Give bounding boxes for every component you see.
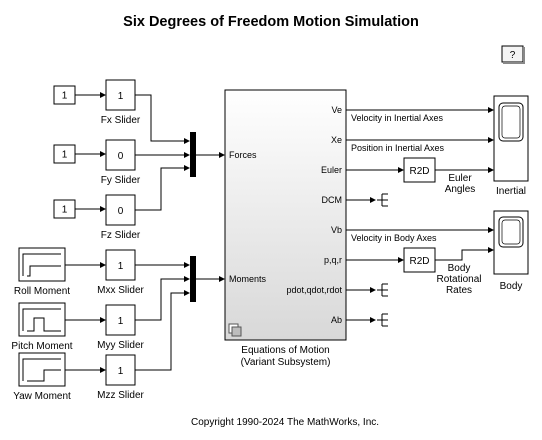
mzz-gain-value: 1 (118, 366, 124, 377)
r2d-euler-label: R2D (409, 166, 429, 177)
moments-mux[interactable] (190, 256, 196, 302)
pitch-moment-label: Pitch Moment (11, 341, 72, 352)
signal-label-xe: Position in Inertial Axes (351, 143, 445, 153)
eom-port-out-euler: Euler (321, 165, 342, 175)
eom-port-out-xe: Xe (331, 135, 342, 145)
mxx-slider-gain[interactable]: 1 Mxx Slider (97, 249, 145, 296)
body-rates-label-1: Body (448, 263, 471, 274)
pqrdot-terminator[interactable] (377, 283, 388, 297)
eom-port-out-pqrdot: pdot,qdot,rdot (286, 285, 342, 295)
eom-port-out-ab: Ab (331, 315, 342, 325)
eom-port-out-ve: Ve (331, 105, 342, 115)
fx-gain-value: 1 (118, 91, 124, 102)
help-button-label: ? (510, 50, 516, 61)
help-button[interactable]: ? (501, 45, 525, 64)
fy-gain-value: 0 (118, 151, 124, 162)
euler-angles-label-2: Angles (445, 184, 476, 195)
r2d-euler-block[interactable]: R2D (403, 157, 436, 183)
body-scope[interactable]: Body (493, 210, 529, 292)
myy-gain-value: 1 (118, 316, 124, 327)
inertial-scope[interactable]: Inertial (493, 95, 529, 197)
variant-subsystem-icon (228, 323, 242, 337)
pitch-moment-signal-block[interactable]: Pitch Moment (11, 302, 73, 352)
yaw-moment-label: Yaw Moment (13, 391, 71, 402)
euler-angles-label-1: Euler (448, 173, 472, 184)
constant-block-fy[interactable]: 1 (53, 144, 76, 164)
equations-of-motion-block[interactable]: Forces Moments Ve Xe Euler DCM Vb p,q,r … (224, 89, 347, 341)
myy-slider-label: Myy Slider (97, 340, 144, 351)
signal-label-vb: Velocity in Body Axes (351, 233, 437, 243)
forces-mux[interactable] (190, 132, 196, 177)
roll-moment-signal-block[interactable]: Roll Moment (14, 247, 70, 297)
eom-port-out-dcm: DCM (322, 195, 343, 205)
constant-value-fx: 1 (62, 91, 68, 102)
signal-label-ve: Velocity in Inertial Axes (351, 113, 444, 123)
dcm-terminator[interactable] (377, 193, 388, 207)
mxx-slider-label: Mxx Slider (97, 285, 144, 296)
constant-block-fz[interactable]: 1 (53, 199, 76, 219)
roll-moment-label: Roll Moment (14, 286, 70, 297)
fz-gain-value: 0 (118, 206, 124, 217)
ab-terminator[interactable] (377, 313, 388, 327)
constant-value-fz: 1 (62, 205, 68, 216)
constant-value-fy: 1 (62, 150, 68, 161)
fz-slider-gain[interactable]: 0 Fz Slider (101, 194, 141, 241)
eom-label-line2: (Variant Subsystem) (241, 357, 331, 368)
eom-port-in-moments: Moments (229, 274, 267, 284)
mzz-slider-gain[interactable]: 1 Mzz Slider (97, 354, 145, 401)
eom-port-in-forces: Forces (229, 150, 257, 160)
page-title: Six Degrees of Freedom Motion Simulation (123, 14, 419, 30)
mzz-slider-label: Mzz Slider (97, 390, 144, 401)
body-scope-label: Body (500, 281, 523, 292)
fx-slider-gain[interactable]: 1 Fx Slider (101, 79, 141, 126)
yaw-moment-signal-block[interactable]: Yaw Moment (13, 352, 71, 402)
eom-port-out-vb: Vb (331, 225, 342, 235)
r2d-rates-label: R2D (409, 256, 429, 267)
constant-block-fx[interactable]: 1 (53, 85, 76, 105)
inertial-scope-label: Inertial (496, 186, 526, 197)
fz-slider-label: Fz Slider (101, 230, 141, 241)
fy-slider-label: Fy Slider (101, 175, 141, 186)
body-rates-label-2: Rotational (436, 274, 481, 285)
r2d-rates-block[interactable]: R2D (403, 247, 436, 273)
eom-label-line1: Equations of Motion (241, 345, 329, 356)
body-rates-label-3: Rates (446, 285, 472, 296)
myy-slider-gain[interactable]: 1 Myy Slider (97, 304, 145, 351)
fx-slider-label: Fx Slider (101, 115, 141, 126)
fy-slider-gain[interactable]: 0 Fy Slider (101, 139, 141, 186)
mxx-gain-value: 1 (118, 261, 124, 272)
eom-port-out-pqr: p,q,r (324, 255, 342, 265)
copyright-text: Copyright 1990-2024 The MathWorks, Inc. (191, 417, 379, 428)
